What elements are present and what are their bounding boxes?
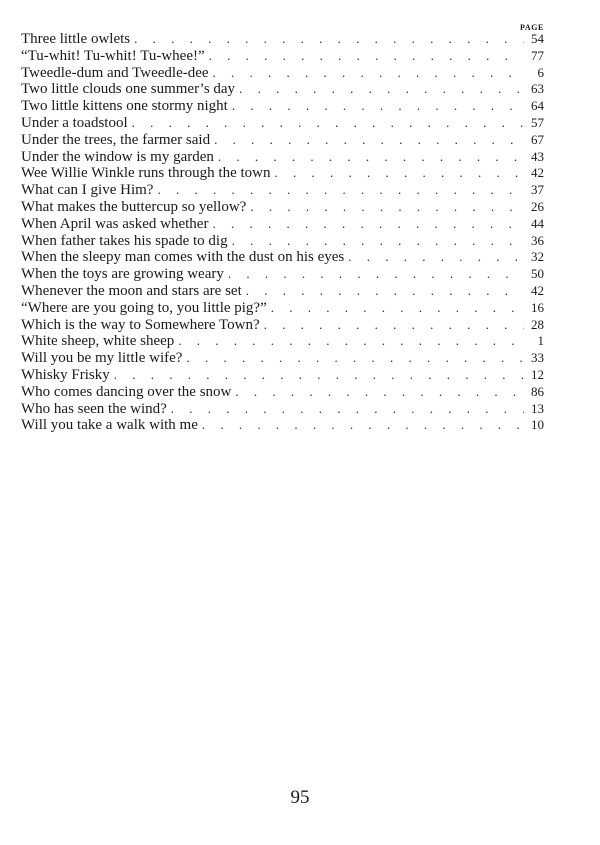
dot-leader bbox=[275, 165, 525, 182]
entry-title: Wee Willie Winkle runs through the town bbox=[21, 165, 271, 182]
page-number: 95 bbox=[290, 787, 310, 808]
dot-leader bbox=[212, 216, 524, 233]
dot-leader bbox=[218, 149, 524, 166]
index-entry: Wee Willie Winkle runs through the town 4… bbox=[21, 165, 544, 182]
dot-leader bbox=[348, 249, 524, 266]
entry-page-number: 42 bbox=[531, 165, 544, 181]
entry-page-number: 16 bbox=[531, 299, 544, 315]
index-entry: Tweedle-dum and Tweedle-dee 6 bbox=[21, 65, 544, 82]
entry-page-number: 13 bbox=[531, 400, 544, 416]
index-entry: “Tu-whit! Tu-whit! Tu-whee!” 77 bbox=[21, 48, 544, 65]
dot-leader bbox=[228, 266, 524, 283]
index-entry: When father takes his spade to dig 36 bbox=[21, 233, 544, 250]
index-entry: Under the window is my garden 43 bbox=[21, 149, 544, 166]
entry-title: What makes the buttercup so yellow? bbox=[21, 198, 247, 215]
dot-leader bbox=[209, 48, 524, 65]
index-entry: Which is the way to Somewhere Town? 28 bbox=[21, 317, 544, 334]
entry-title: Under a toadstool bbox=[21, 114, 128, 131]
first-line-index: Three little owlets 54 “Tu-whit! Tu-whit!… bbox=[21, 31, 544, 434]
entry-page-number: 63 bbox=[531, 81, 544, 97]
entry-title: Whenever the moon and stars are set bbox=[21, 282, 242, 299]
entry-page-number: 1 bbox=[537, 333, 545, 349]
entry-title: Which is the way to Somewhere Town? bbox=[21, 316, 260, 333]
entry-title: Under the trees, the farmer said bbox=[21, 131, 211, 148]
index-entry: “Where are you going to, you little pig?… bbox=[21, 300, 544, 317]
entry-title: Under the window is my garden bbox=[21, 148, 214, 165]
entry-title: When the toys are growing weary bbox=[21, 266, 224, 283]
entry-title: “Where are you going to, you little pig?… bbox=[21, 299, 267, 316]
index-entry: Will you take a walk with me 10 bbox=[21, 417, 544, 434]
index-entry: What can I give Him? 37 bbox=[21, 182, 544, 199]
entry-title: Two little kittens one stormy night bbox=[21, 98, 228, 115]
dot-leader bbox=[239, 81, 524, 98]
entry-page-number: 26 bbox=[531, 198, 544, 214]
entry-title: “Tu-whit! Tu-whit! Tu-whee!” bbox=[21, 47, 205, 64]
entry-page-number: 43 bbox=[531, 148, 544, 164]
index-entry: When the toys are growing weary 50 bbox=[21, 266, 544, 283]
dot-leader bbox=[264, 317, 524, 334]
dot-leader bbox=[114, 367, 524, 384]
dot-leader bbox=[214, 132, 524, 149]
entry-page-number: 50 bbox=[531, 266, 544, 282]
dot-leader bbox=[246, 283, 524, 300]
entry-page-number: 6 bbox=[537, 64, 545, 80]
index-entry: Two little kittens one stormy night 64 bbox=[21, 98, 544, 115]
entry-title: Two little clouds one summer’s day bbox=[21, 81, 236, 98]
entry-title: Will you be my little wife? bbox=[21, 350, 183, 367]
entry-page-number: 32 bbox=[531, 249, 544, 265]
index-entry: When the sleepy man comes with the dust … bbox=[21, 249, 544, 266]
dot-leader bbox=[232, 98, 524, 115]
entry-title: White sheep, white sheep bbox=[21, 333, 175, 350]
entry-page-number: 10 bbox=[531, 417, 544, 433]
entry-page-number: 67 bbox=[531, 131, 544, 147]
entry-title: Who comes dancing over the snow bbox=[21, 383, 232, 400]
entry-page-number: 33 bbox=[531, 350, 544, 366]
index-entry: Whisky Frisky 12 bbox=[21, 367, 544, 384]
dot-leader bbox=[186, 350, 524, 367]
index-entry: Who comes dancing over the snow 86 bbox=[21, 384, 544, 401]
entry-page-number: 64 bbox=[531, 98, 544, 114]
dot-leader bbox=[271, 300, 524, 317]
entry-page-number: 54 bbox=[531, 31, 544, 46]
index-entry: What makes the buttercup so yellow? 26 bbox=[21, 199, 544, 216]
entry-page-number: 77 bbox=[531, 47, 544, 63]
index-entry: Under the trees, the farmer said 67 bbox=[21, 132, 544, 149]
index-entry: Whenever the moon and stars are set 42 bbox=[21, 283, 544, 300]
page-column-header: PAGE bbox=[519, 23, 544, 32]
dot-leader bbox=[178, 333, 524, 350]
index-entry: Three little owlets 54 bbox=[21, 31, 544, 48]
entry-page-number: 36 bbox=[531, 232, 544, 248]
entry-title: Three little owlets bbox=[21, 31, 131, 47]
entry-title: Will you take a walk with me bbox=[21, 417, 198, 434]
entry-title: Tweedle-dum and Tweedle-dee bbox=[21, 64, 209, 81]
index-entry: Who has seen the wind? 13 bbox=[21, 401, 544, 418]
entry-page-number: 86 bbox=[531, 383, 544, 399]
index-entry: Under a toadstool 57 bbox=[21, 115, 544, 132]
index-entry: When April was asked whether 44 bbox=[21, 216, 544, 233]
index-entry: Will you be my little wife? 33 bbox=[21, 350, 544, 367]
entry-title: Whisky Frisky bbox=[21, 366, 110, 383]
dot-leader bbox=[157, 182, 524, 199]
dot-leader bbox=[134, 31, 524, 48]
entry-page-number: 44 bbox=[531, 215, 544, 231]
entry-page-number: 37 bbox=[531, 182, 544, 198]
dot-leader bbox=[202, 417, 524, 434]
entry-page-number: 12 bbox=[531, 366, 544, 382]
dot-leader bbox=[232, 233, 524, 250]
entry-title: Who has seen the wind? bbox=[21, 400, 167, 417]
entry-page-number: 42 bbox=[531, 282, 544, 298]
entry-page-number: 57 bbox=[531, 114, 544, 130]
entry-title: When the sleepy man comes with the dust … bbox=[21, 249, 345, 266]
dot-leader bbox=[213, 65, 524, 82]
dot-leader bbox=[171, 401, 524, 418]
entry-title: When father takes his spade to dig bbox=[21, 232, 228, 249]
dot-leader bbox=[235, 384, 524, 401]
index-entry: Two little clouds one summer’s day 63 bbox=[21, 81, 544, 98]
index-entry: White sheep, white sheep 1 bbox=[21, 333, 544, 350]
dot-leader bbox=[132, 115, 524, 132]
dot-leader bbox=[250, 199, 524, 216]
entry-title: When April was asked whether bbox=[21, 215, 209, 232]
entry-title: What can I give Him? bbox=[21, 182, 154, 199]
entry-page-number: 28 bbox=[531, 316, 544, 332]
